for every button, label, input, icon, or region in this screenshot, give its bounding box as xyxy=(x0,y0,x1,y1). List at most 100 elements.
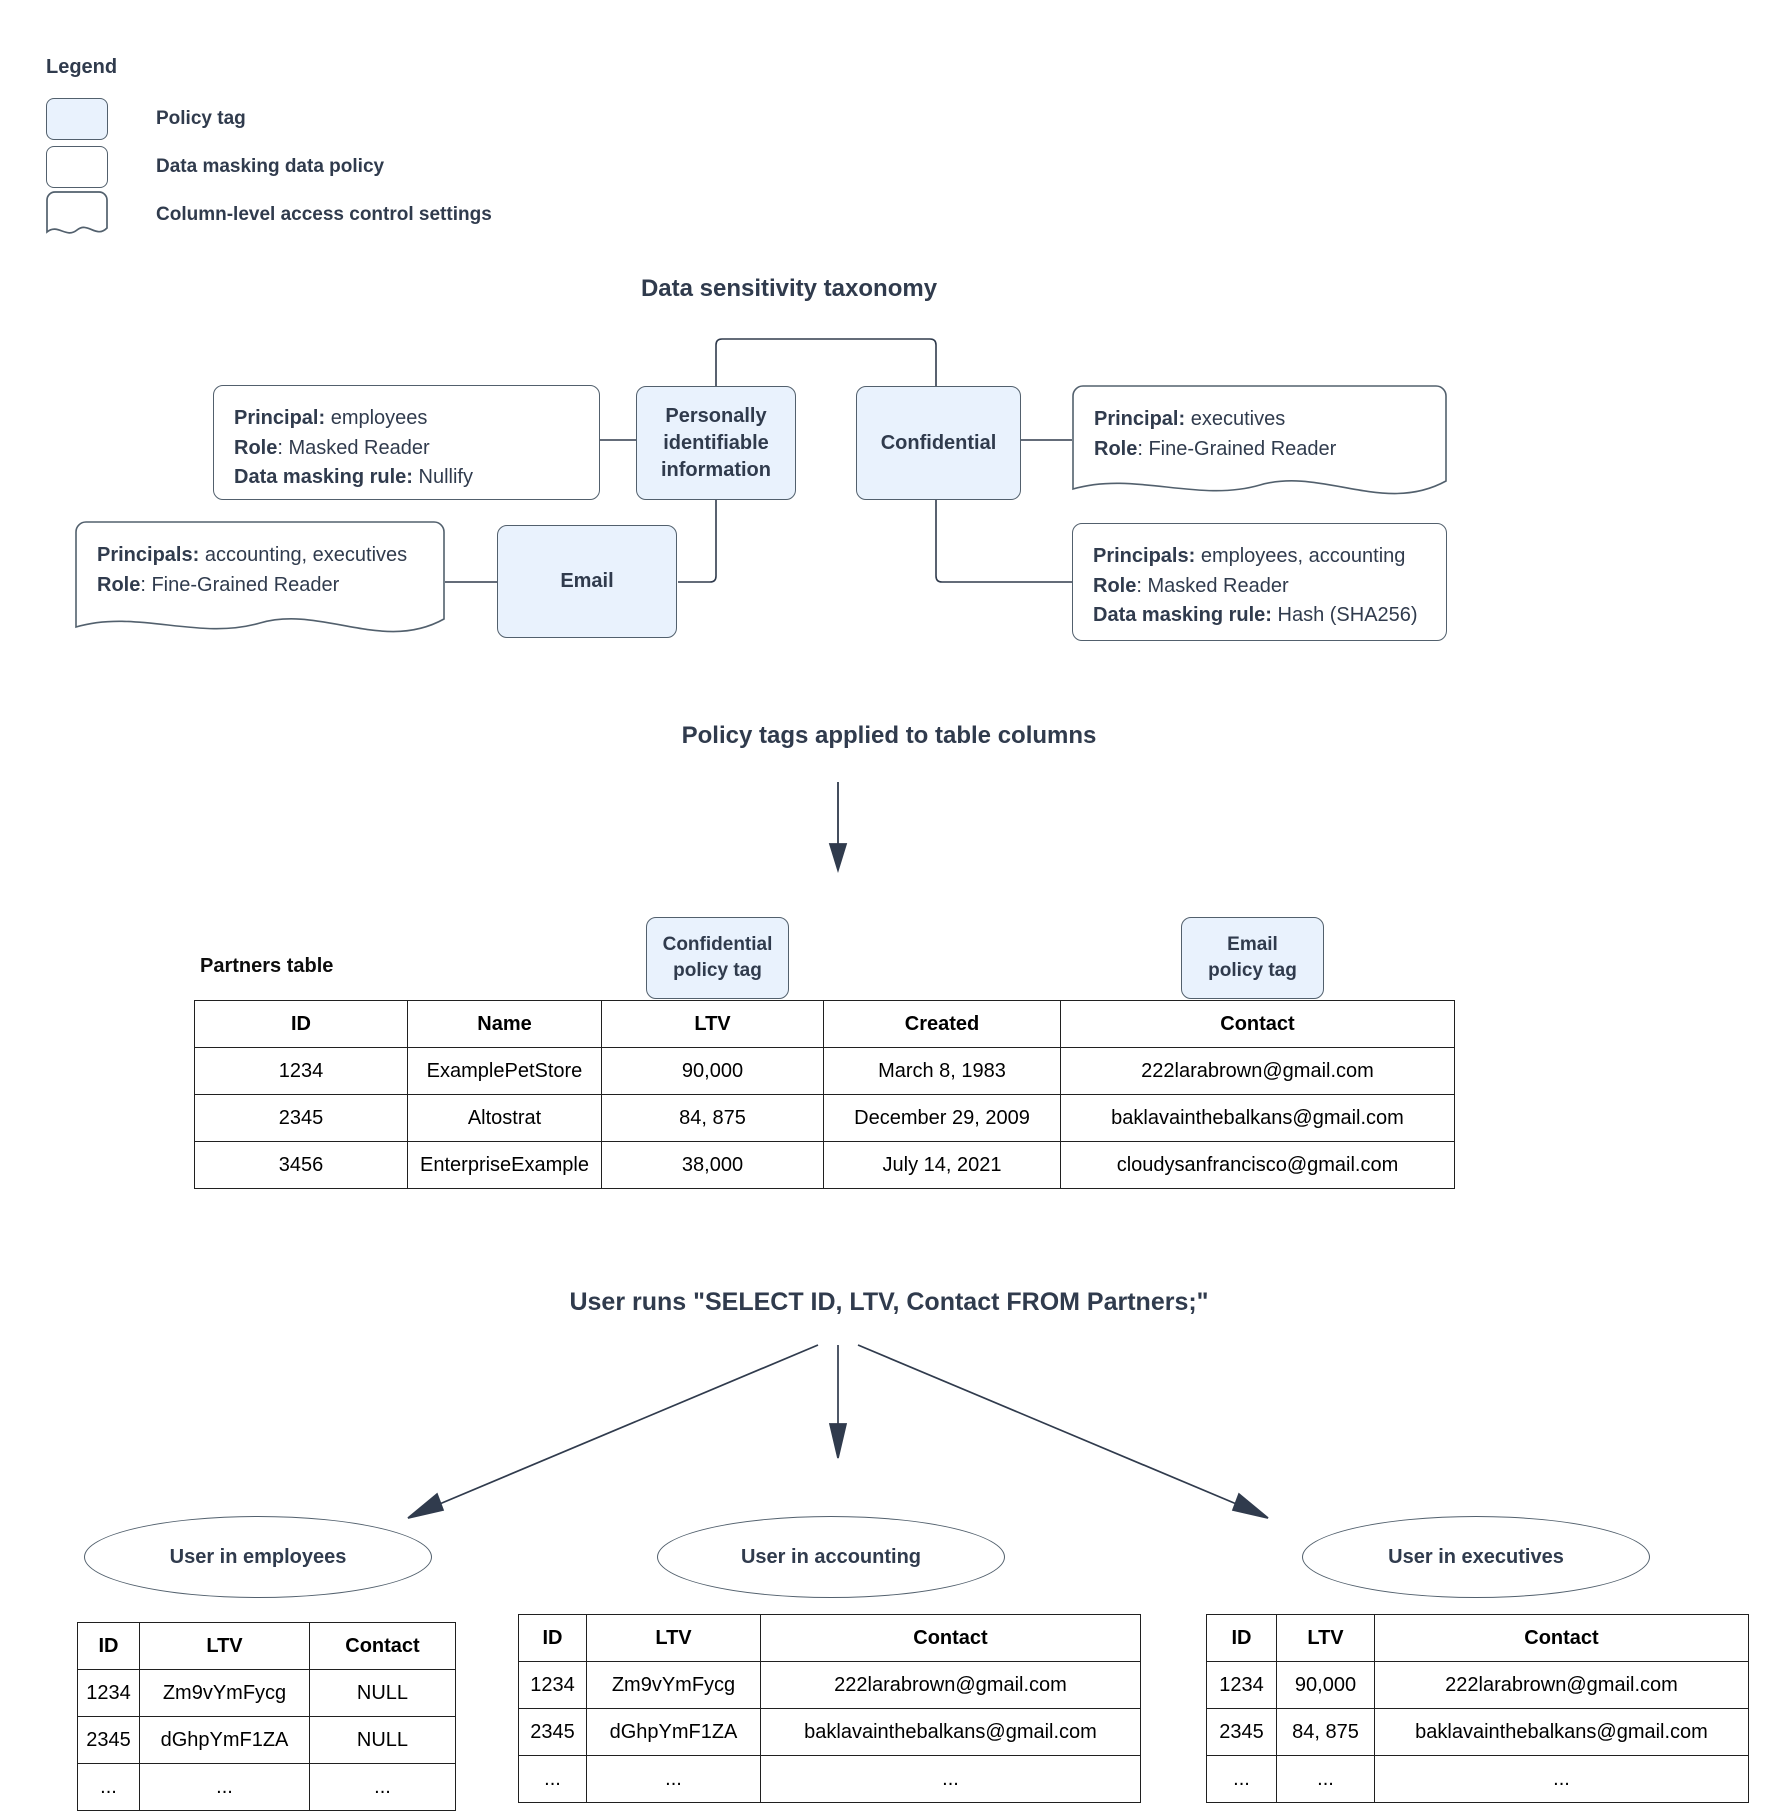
taxonomy-title: Data sensitivity taxonomy xyxy=(640,275,938,302)
table-cell: baklavainthebalkans@gmail.com xyxy=(1374,1708,1749,1756)
policy-line-label: Role xyxy=(234,436,278,459)
table-cell: 222larabrown@gmail.com xyxy=(1374,1661,1749,1709)
result-role-employees: User in employees xyxy=(84,1516,432,1598)
column-header-contact: Contact xyxy=(1060,1000,1455,1048)
table-cell: baklavainthebalkans@gmail.com xyxy=(760,1708,1141,1756)
table-row: ......... xyxy=(518,1755,1141,1803)
policy-tag-pii-label: Personally identifiable information xyxy=(661,404,771,481)
table-cell: ... xyxy=(586,1755,761,1803)
policy-line: Data masking rule: Nullify xyxy=(234,463,579,493)
column-tag-email-line2: policy tag xyxy=(1208,960,1297,981)
legend-item-policy-tag: Policy tag xyxy=(46,95,492,143)
table-cell: 222larabrown@gmail.com xyxy=(1060,1047,1455,1095)
policy-line-value: Hash (SHA256) xyxy=(1271,604,1418,627)
column-tag-email-line1: Email xyxy=(1227,934,1278,956)
policy-line: Role: Fine-Grained Reader xyxy=(97,571,423,601)
result-role-accounting-label: User in accounting xyxy=(740,1545,922,1568)
partners-table-caption: Partners table xyxy=(200,955,334,977)
table-cell: NULL xyxy=(309,1669,456,1717)
table-cell: EnterpriseExample xyxy=(407,1141,602,1189)
column-header-id: ID xyxy=(1206,1614,1277,1662)
table-cell: 38,000 xyxy=(601,1141,824,1189)
column-tag-email[interactable]: Email policy tag xyxy=(1181,917,1324,999)
result-role-executives-label: User in executives xyxy=(1388,1545,1564,1568)
column-header-ltv: LTV xyxy=(139,1622,310,1670)
applied-title: Policy tags applied to table columns xyxy=(681,722,1097,749)
policy-line-label: Role xyxy=(1093,574,1137,597)
table-row: ......... xyxy=(77,1763,456,1811)
policy-tag-confidential-label: Confidential xyxy=(880,431,997,454)
table-cell: Altostrat xyxy=(407,1094,602,1142)
table-row: ......... xyxy=(1206,1755,1749,1803)
access-settings-confidential: Principal: executives Role: Fine-Grained… xyxy=(1072,385,1447,503)
legend-swatch-document-wave-icon xyxy=(46,191,108,239)
table-cell: baklavainthebalkans@gmail.com xyxy=(1060,1094,1455,1142)
legend-item-data-masking-policy: Data masking data policy xyxy=(46,143,492,191)
policy-tag-confidential[interactable]: Confidential xyxy=(856,386,1021,500)
table-cell: dGhpYmF1ZA xyxy=(139,1716,310,1764)
column-tag-confidential-line1: Confidential xyxy=(662,934,773,956)
policy-tag-pii[interactable]: Personally identifiable information xyxy=(636,386,796,500)
legend: Legend Policy tag Data masking data poli… xyxy=(46,56,492,239)
legend-label-column-access-settings: Column-level access control settings xyxy=(156,204,492,225)
query-title: User runs "SELECT ID, LTV, Contact FROM … xyxy=(569,1288,1209,1316)
policy-line: Data masking rule: Hash (SHA256) xyxy=(1093,601,1426,631)
table-cell: July 14, 2021 xyxy=(823,1141,1061,1189)
policy-line-label: Principal: xyxy=(1094,408,1186,430)
policy-box-pii-masking: Principal: employees Role: Masked Reader… xyxy=(213,385,600,500)
policy-line: Principal: employees xyxy=(234,404,579,434)
policy-line-label: Principals: xyxy=(97,544,200,566)
policy-line-value: : Fine-Grained Reader xyxy=(1137,437,1337,460)
column-header-contact: Contact xyxy=(309,1622,456,1670)
policy-line-value: : Fine-Grained Reader xyxy=(140,573,340,596)
column-header-id: ID xyxy=(518,1614,587,1662)
table-cell: 84, 875 xyxy=(601,1094,824,1142)
column-header-contact: Contact xyxy=(760,1614,1141,1662)
table-cell: ... xyxy=(309,1763,456,1811)
table-cell: ... xyxy=(77,1763,140,1811)
table-cell: 90,000 xyxy=(601,1047,824,1095)
table-cell: NULL xyxy=(309,1716,456,1764)
column-header-name: Name xyxy=(407,1000,602,1048)
table-cell: 90,000 xyxy=(1276,1661,1375,1709)
column-tag-confidential[interactable]: Confidential policy tag xyxy=(646,917,789,999)
result-role-accounting: User in accounting xyxy=(657,1516,1005,1598)
policy-tag-email[interactable]: Email xyxy=(497,525,677,638)
legend-swatch-data-masking-icon xyxy=(46,146,108,188)
column-header-ltv: LTV xyxy=(601,1000,824,1048)
policy-line-value: executives xyxy=(1185,408,1286,430)
column-header-id: ID xyxy=(77,1622,140,1670)
table-cell: 2345 xyxy=(518,1708,587,1756)
column-tag-confidential-line2: policy tag xyxy=(673,960,762,981)
table-cell: 1234 xyxy=(77,1669,140,1717)
policy-line: Role: Masked Reader xyxy=(234,434,579,464)
policy-line: Principals: employees, accounting xyxy=(1093,542,1426,572)
result-role-employees-label: User in employees xyxy=(169,1545,347,1568)
policy-line-value: employees xyxy=(325,407,428,429)
legend-swatch-policy-tag-icon xyxy=(46,98,108,140)
table-cell: 1234 xyxy=(194,1047,408,1095)
column-header-ltv: LTV xyxy=(1276,1614,1375,1662)
result-role-executives: User in executives xyxy=(1302,1516,1650,1598)
table-cell: 1234 xyxy=(518,1661,587,1709)
legend-item-column-access-settings: Column-level access control settings xyxy=(46,191,492,239)
policy-line-value: : Masked Reader xyxy=(1136,574,1289,597)
table-cell: ... xyxy=(1374,1755,1749,1803)
table-cell: Zm9vYmFycg xyxy=(586,1661,761,1709)
table-cell: 3456 xyxy=(194,1141,408,1189)
policy-line: Principals: accounting, executives xyxy=(97,541,423,571)
table-cell: 1234 xyxy=(1206,1661,1277,1709)
